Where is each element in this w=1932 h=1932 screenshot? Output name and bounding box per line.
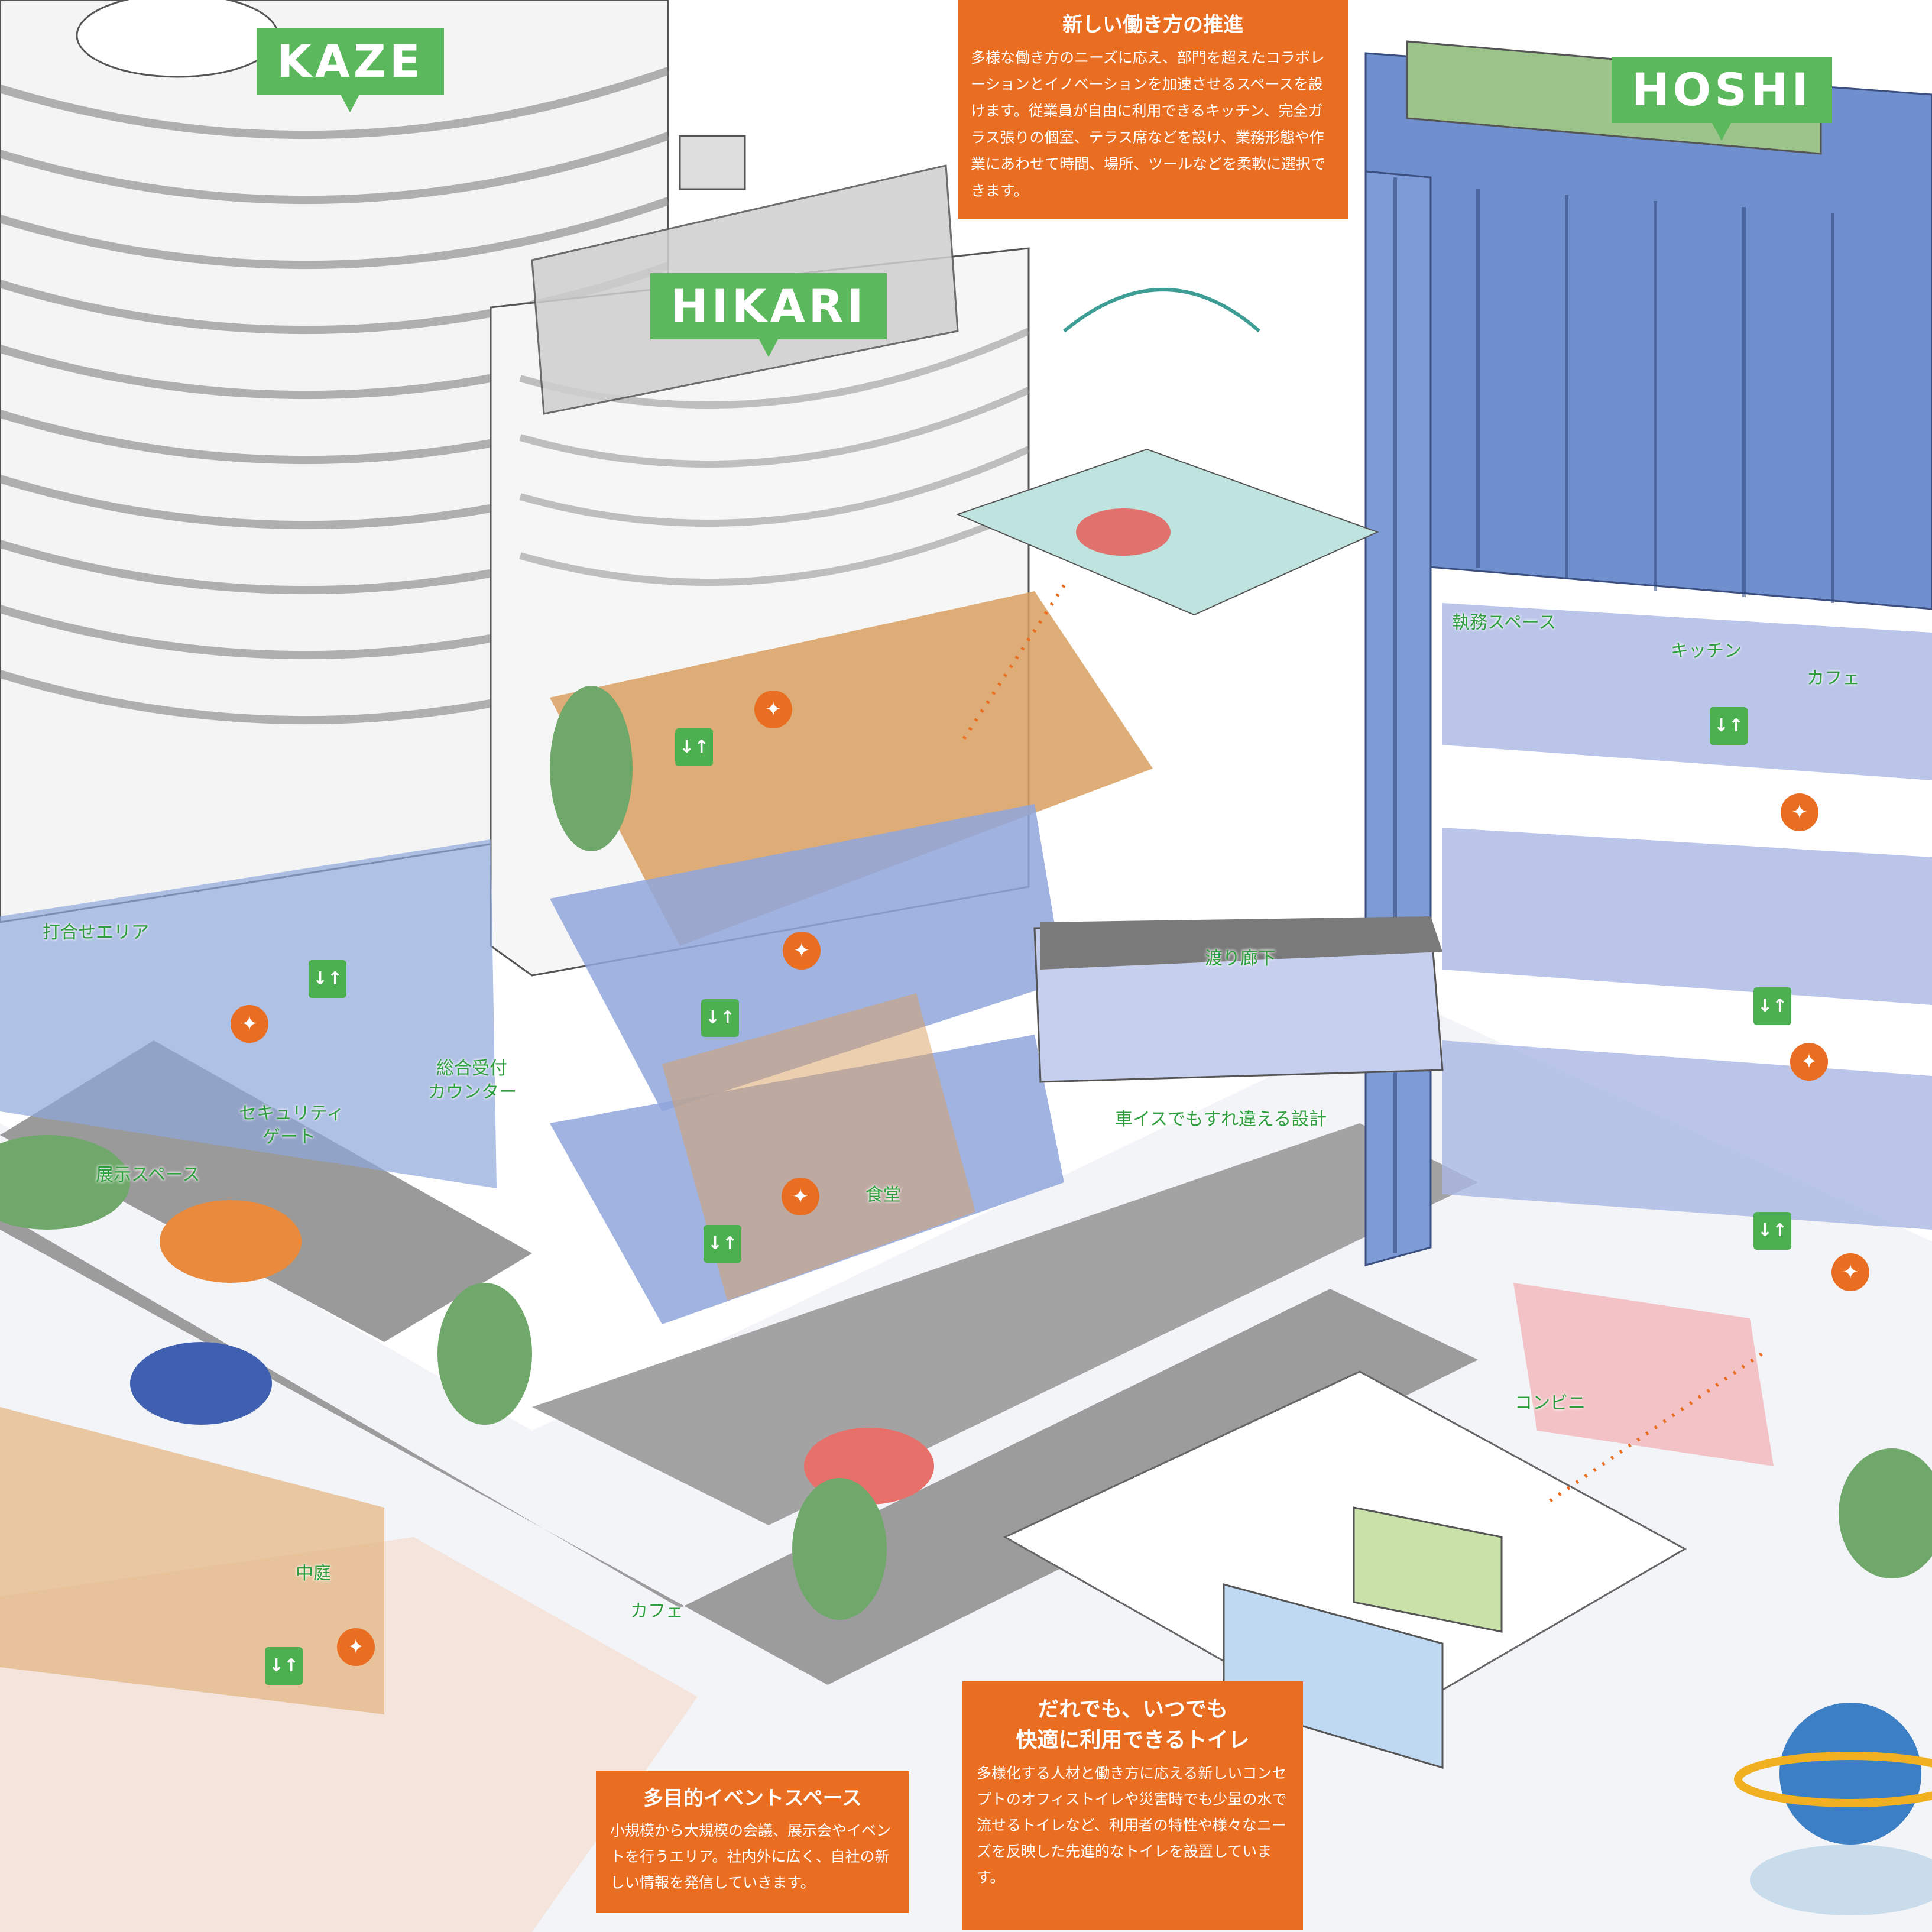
restroom-icon: ✦ [1831, 1253, 1869, 1291]
terrace-vignette [956, 288, 1379, 616]
elevator-icon: ↓↑ [265, 1647, 303, 1685]
security-gate-label-2: ゲート [262, 1127, 316, 1147]
vehicles [130, 1200, 934, 1505]
meeting-area-label: 打合せエリア [43, 922, 149, 943]
restroom-icon: ✦ [1781, 793, 1818, 831]
kitchen-label: キッチン [1671, 641, 1742, 662]
hoshi-tower [1364, 40, 1932, 1466]
cafeteria-label: 食堂 [865, 1185, 901, 1205]
elevator-icon: ↓↑ [704, 1225, 741, 1263]
sky-bridge [1033, 916, 1444, 1083]
cafe-upper-label: カフェ [1807, 668, 1860, 689]
toilet-title-line1: だれでも、いつでも [1038, 1697, 1228, 1722]
event-space-title: 多目的イベントスペース [643, 1787, 862, 1810]
courtyard-label: 中庭 [296, 1563, 331, 1584]
elevator-icon: ↓↑ [1710, 707, 1748, 745]
greenery [0, 686, 1932, 1620]
cafe-lower-label: カフェ [630, 1601, 683, 1622]
event-space-body: 小規模から大規模の会議、展示会やイベントを行うエリア。社内外に広く、自社の新しい… [610, 1822, 892, 1891]
kaze-building-tag: KAZE [257, 28, 444, 112]
elevator-icon: ↓↑ [701, 999, 739, 1037]
event-space-callout: 多目的イベントスペース 小規模から大規模の会議、展示会やイベントを行うエリア。社… [596, 1771, 909, 1913]
reception-label-2: カウンター [428, 1082, 517, 1103]
hoshi-building-tag: HOSHI [1612, 57, 1832, 141]
elevator-icon: ↓↑ [1753, 1212, 1791, 1250]
elevator-icon: ↓↑ [675, 728, 713, 766]
toilet-title-line2: 快適に利用できるトイレ [1016, 1728, 1250, 1752]
security-gate-label-1: セキュリティ [239, 1103, 345, 1124]
restroom-icon: ✦ [754, 691, 792, 728]
convenience-store-label: コンビニ [1515, 1393, 1586, 1414]
restroom-icon: ✦ [337, 1628, 375, 1666]
bridge-label: 渡り廊下 [1205, 948, 1276, 969]
restroom-icon: ✦ [783, 932, 821, 970]
restroom-icon: ✦ [1790, 1043, 1828, 1081]
restroom-icon: ✦ [231, 1005, 268, 1043]
reception-label-1: 総合受付 [436, 1058, 507, 1079]
hikari-building-tag: HIKARI [650, 273, 887, 357]
elevator-icon: ↓↑ [309, 960, 346, 998]
toilet-vignette [1223, 1506, 1503, 1769]
wheelchair-label: 車イスでもすれ違える設計 [1115, 1109, 1327, 1130]
leader-lines [962, 584, 1763, 1503]
toilet-body: 多様化する人材と働き方に応える新しいコンセプトのオフィストイレや災害時でも少量の… [977, 1765, 1287, 1886]
elevator-icon: ↓↑ [1753, 987, 1791, 1025]
work-style-callout: 新しい働き方の推進 多様な働き方のニーズに応え、部門を超えたコラボレーションとイ… [958, 0, 1348, 219]
globe-icon [1734, 1703, 1932, 1915]
work-style-body: 多様な働き方のニーズに応え、部門を超えたコラボレーションとイノベーションを加速さ… [971, 49, 1326, 199]
restroom-icon: ✦ [782, 1178, 819, 1215]
toilet-callout: だれでも、いつでも 快適に利用できるトイレ 多様化する人材と働き方に応える新しい… [962, 1681, 1303, 1930]
office-space-label: 執務スペース [1452, 612, 1557, 633]
work-style-title: 新しい働き方の推進 [1062, 13, 1243, 37]
exhibition-label: 展示スペース [96, 1165, 200, 1185]
